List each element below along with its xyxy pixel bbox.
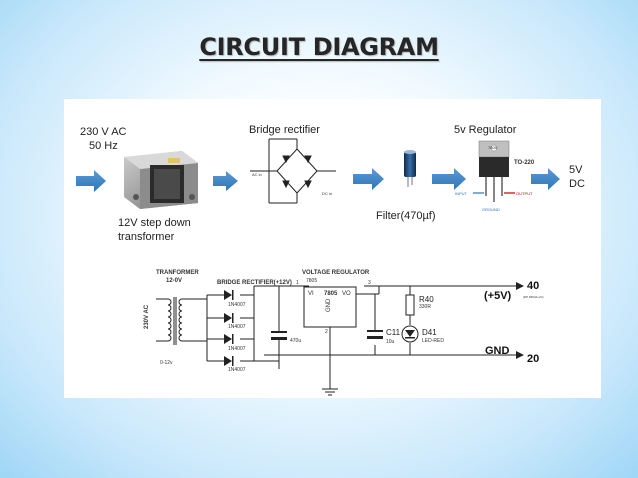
regulator-pin2-label: 2: [325, 329, 328, 335]
output-voltage-tag: (+5V): [484, 290, 512, 302]
diode-1-label: 1N4007: [228, 302, 246, 308]
transformer-label-line2: transformer: [118, 231, 175, 243]
regulator-title: 5v Regulator: [454, 124, 517, 136]
resistor-name: R40: [419, 295, 434, 304]
transformer-label-line1: 12V step down: [118, 217, 191, 229]
ground-pin-number: 20: [527, 353, 540, 365]
rectifier-title: Bridge rectifier: [249, 124, 320, 136]
diagram-canvas: [76, 138, 560, 396]
schematic-primary-label: 230V AC: [144, 304, 150, 329]
output-terminals: [516, 282, 524, 359]
rectifier-dc-in-label: DC in: [322, 191, 333, 196]
regulator-vi-label: VI: [308, 291, 314, 297]
output-note: (DP 8463A-LN): [523, 295, 544, 299]
diode-3-label: 1N4007: [228, 346, 246, 352]
schematic-bridge-title: BRIDGE RECTIFIER(+12V): [217, 280, 292, 286]
schematic-diodes: [224, 290, 415, 366]
transformer-image: [124, 151, 198, 209]
diode-2-label: 1N4007: [228, 324, 246, 330]
schematic-capacitors: [271, 330, 383, 340]
input-frequency-label: 50 Hz: [89, 140, 118, 152]
schematic-wires: [156, 285, 516, 396]
regulator-chip-label: 7805: [488, 145, 497, 150]
diagram-panel: 230 V AC 50 Hz 12V step down transformer…: [64, 99, 601, 398]
schematic-regulator-part: 7805: [306, 278, 318, 284]
regulator-gnd-label: GND: [326, 298, 332, 312]
regulator-pin1-label: 1: [296, 280, 299, 286]
output-type-label: DC: [569, 178, 585, 190]
output-voltage-label: 5V: [569, 164, 583, 176]
diode-4-label: 1N4007: [228, 367, 246, 373]
led-name: D41: [422, 328, 437, 337]
filter-label: Filter(470µf): [376, 210, 436, 222]
filter-to-regulator-arrow: [432, 168, 466, 190]
schematic-transformer-rating: 12-0V: [166, 278, 183, 284]
input-voltage-label: 230 V AC: [80, 126, 127, 138]
input-arrow: [76, 170, 106, 192]
rectifier-ac-in-label: AC in: [252, 172, 262, 177]
resistor-value: 330R: [419, 304, 431, 310]
filter-cap-value: 470u: [290, 338, 302, 344]
schematic-regulator-title: VOLTAGE REGULATOR: [302, 270, 370, 276]
regulator-vo-label: VO: [342, 291, 351, 297]
filter-capacitor-image: [404, 150, 416, 187]
regulator-image: [473, 140, 515, 202]
led-value: LED-RED: [422, 338, 444, 344]
regulator-output-pin-label: OUTPUT: [516, 191, 533, 196]
output-pin-number: 40: [527, 280, 540, 292]
rectifier-to-filter-arrow: [353, 168, 384, 190]
ground-label: GND: [485, 345, 510, 357]
regulator-package-label: TO-220: [514, 160, 535, 166]
regulator-pin3-label: 3: [368, 280, 371, 286]
regulator-input-pin-label: INPUT: [455, 191, 467, 196]
slide-title: CIRCUIT DIAGRAM: [199, 33, 439, 61]
regulator-ground-pin-label: GROUND: [482, 207, 500, 212]
schematic-transformer-title: TRANFORMER: [156, 270, 199, 276]
regulator-ic-label: 7805: [324, 291, 338, 297]
schematic-secondary-label: 0-12v: [160, 360, 173, 366]
output-cap-name: C11: [386, 328, 401, 337]
output-cap-value: 10u: [386, 339, 395, 345]
bridge-rectifier-symbol: [250, 138, 336, 204]
regulator-to-output-arrow: [531, 168, 560, 190]
transformer-to-rectifier-arrow: [213, 171, 238, 191]
